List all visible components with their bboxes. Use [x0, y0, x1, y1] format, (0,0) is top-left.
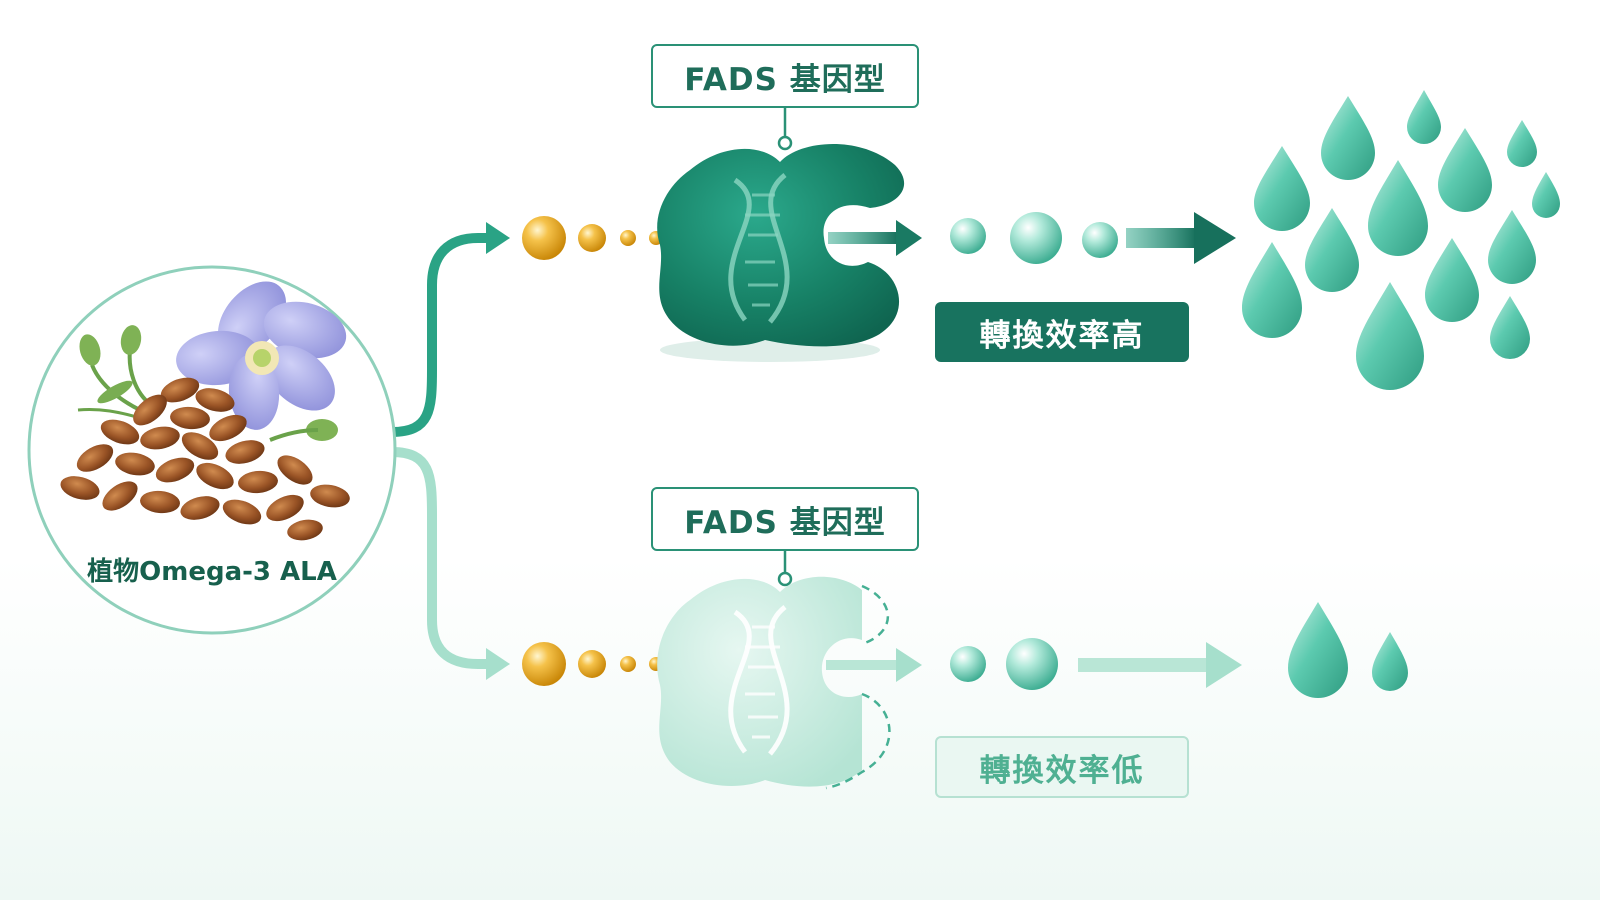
- droplet-icon: [1425, 238, 1479, 322]
- high-path: [522, 90, 1560, 390]
- droplet-icon: [1305, 208, 1359, 292]
- product-sphere: [1010, 212, 1062, 264]
- enzyme-dna-icon: [657, 143, 905, 362]
- gene-label-low: FADS 基因型: [651, 487, 919, 551]
- flax-stems-icon: [77, 325, 338, 442]
- droplet-icon: [1288, 602, 1348, 698]
- arrow-head-low-2: [1206, 642, 1242, 688]
- gene-connector-dot: [777, 135, 793, 151]
- ala-sphere: [620, 656, 636, 672]
- droplet-icon: [1407, 90, 1441, 144]
- efficiency-label-low: 轉換效率低: [935, 736, 1189, 798]
- ala-sphere: [620, 230, 636, 246]
- branch-arrowhead-low: [486, 648, 510, 680]
- arrow-head-high: [896, 220, 922, 256]
- ala-sphere: [522, 642, 566, 686]
- ala-sphere: [578, 224, 606, 252]
- droplet-icon: [1438, 128, 1492, 212]
- arrow-shaft-high-2: [1126, 228, 1196, 248]
- droplet-icon: [1507, 120, 1537, 167]
- source-panel: [27, 265, 397, 635]
- branch-connector-low: [387, 447, 495, 669]
- arrow-head-high-2: [1194, 212, 1236, 264]
- droplet-icon: [1356, 282, 1424, 390]
- arrow-shaft-low: [826, 660, 898, 670]
- low-path: [522, 550, 1408, 790]
- droplet-icon: [1368, 160, 1428, 256]
- ala-sphere: [578, 650, 606, 678]
- droplet-icon: [1532, 172, 1560, 218]
- product-sphere: [950, 646, 986, 682]
- droplet-icon: [1242, 242, 1302, 338]
- arrow-head-low: [896, 648, 922, 682]
- droplet-icon: [1254, 146, 1310, 231]
- ala-sphere: [522, 216, 566, 260]
- efficiency-label-high: 轉換效率高: [935, 302, 1189, 362]
- branch-arrowhead-high: [486, 222, 510, 254]
- gene-connector-dot: [777, 571, 793, 587]
- droplet-icon: [1488, 210, 1536, 284]
- product-sphere: [1006, 638, 1058, 690]
- droplet-icon: [1372, 632, 1408, 691]
- droplet-cluster-high: [1242, 90, 1560, 390]
- product-sphere: [1082, 222, 1118, 258]
- flax-flower-icon: [176, 281, 347, 430]
- arrow-shaft-low-2: [1078, 658, 1208, 672]
- source-label: 植物Omega-3 ALA: [87, 556, 337, 587]
- droplet-icon: [1321, 96, 1375, 180]
- droplet-icon: [1490, 296, 1530, 359]
- gene-label-high: FADS 基因型: [651, 44, 919, 108]
- enzyme-dna-icon: [657, 576, 891, 790]
- flaxseed-pile-icon: [60, 377, 350, 541]
- product-sphere: [950, 218, 986, 254]
- branch-connector-high: [387, 233, 495, 437]
- arrow-shaft-high: [828, 232, 898, 244]
